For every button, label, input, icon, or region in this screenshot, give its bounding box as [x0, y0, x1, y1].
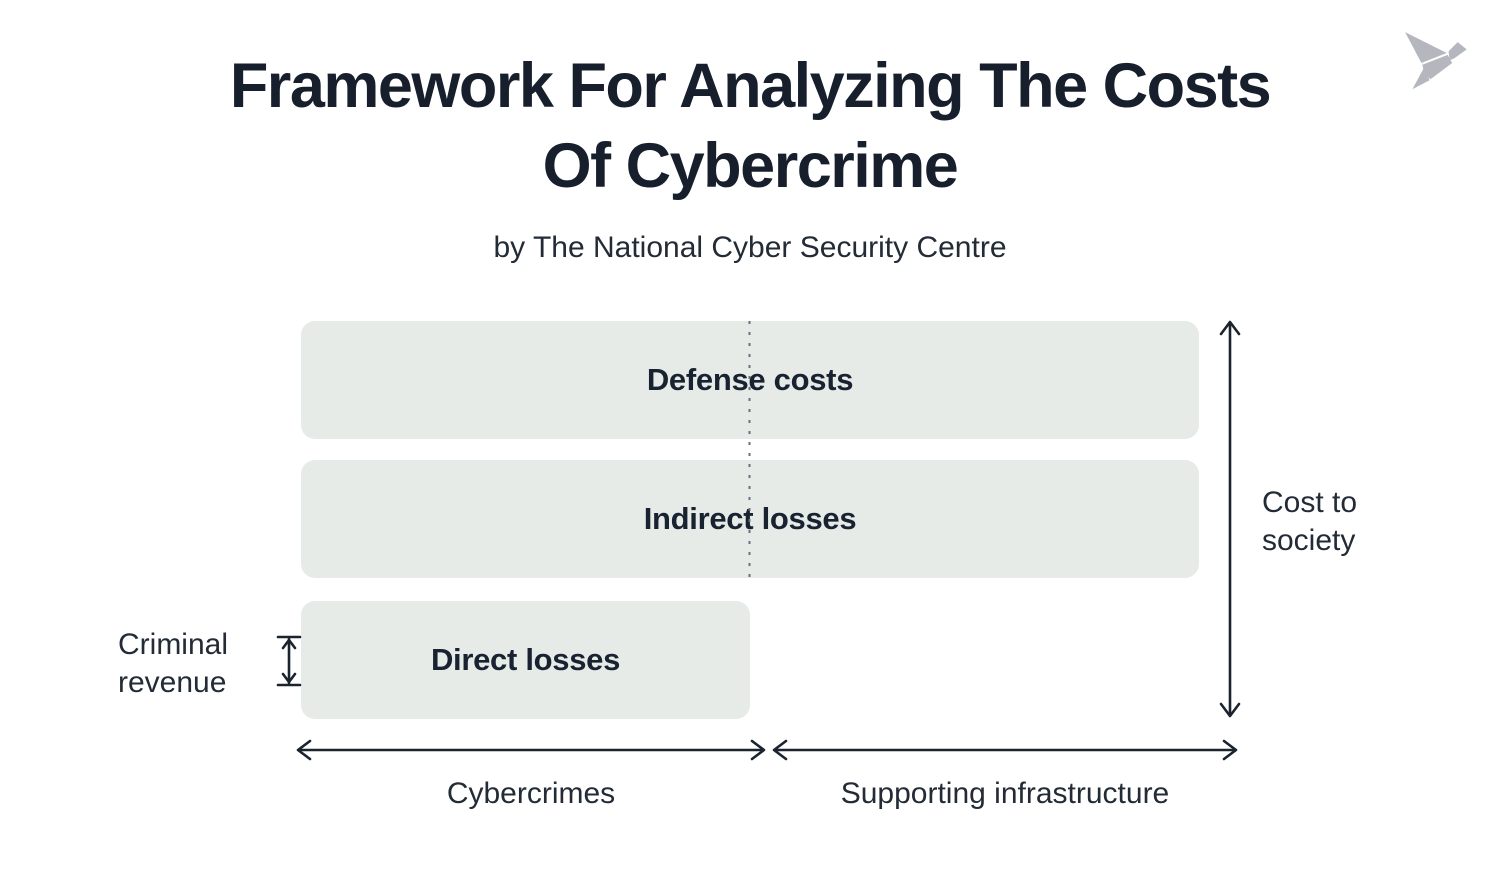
supporting-infrastructure-extent-arrow — [772, 739, 1238, 761]
criminal-revenue-extent-arrow — [276, 635, 302, 687]
origami-bird-logo — [1405, 32, 1467, 90]
cybercrimes-extent-arrow — [296, 739, 766, 761]
page-subtitle: by The National Cyber Security Centre — [493, 231, 1007, 264]
supporting-infrastructure-label: Supporting infrastructure — [840, 777, 1170, 810]
page-title-line-1: Framework For Analyzing The Costs — [229, 51, 1272, 121]
box-direct-losses: Direct losses — [301, 601, 750, 719]
criminal-revenue-label: Criminal revenue — [118, 628, 229, 699]
box-direct-losses-label: Direct losses — [430, 642, 621, 677]
cost-to-society-extent-arrow — [1219, 320, 1241, 718]
cybercrimes-label: Cybercrimes — [446, 777, 616, 810]
cost-to-society-label: Cost to society — [1262, 486, 1358, 557]
page-title-line-2: Of Cybercrime — [542, 131, 959, 201]
page-title: Framework For Analyzing The Costs Of Cyb… — [0, 46, 1500, 206]
box-defense-costs: Defense costs — [301, 321, 1199, 439]
vertical-dashed-divider-line — [748, 321, 751, 579]
